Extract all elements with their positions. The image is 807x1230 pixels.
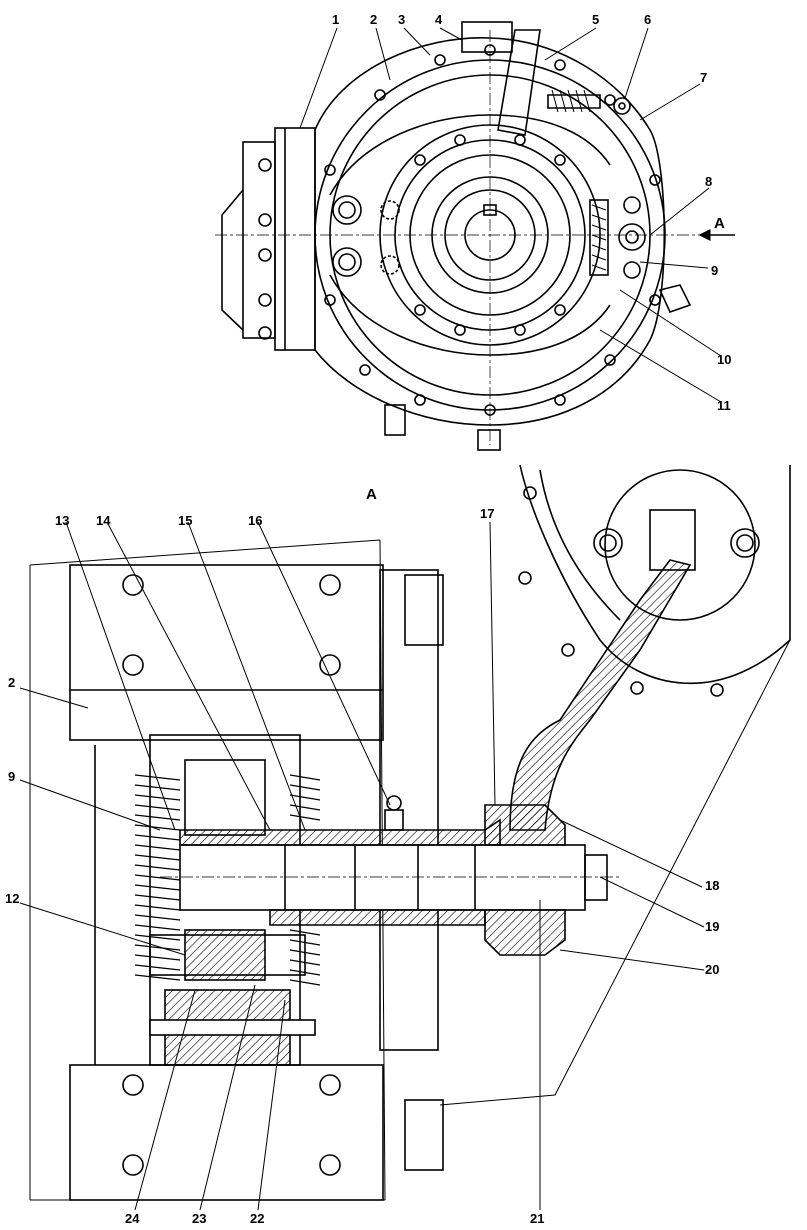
grease-fitting [384, 795, 404, 831]
main-shaft [160, 844, 620, 911]
callout-2: 2 [370, 12, 377, 27]
upper-plate [69, 564, 384, 741]
callout-16: 16 [248, 513, 262, 528]
callout-22: 22 [250, 1211, 264, 1226]
pivot-pin-upper [332, 195, 362, 225]
view-arrow: A [698, 215, 735, 241]
lower-plate [69, 1064, 384, 1201]
callout-6: 6 [644, 12, 651, 27]
callout-9-bottom: 9 [8, 769, 15, 784]
bottom-view [29, 464, 791, 1201]
view-a-title: A [366, 486, 377, 503]
top-labels: 1 2 3 4 5 6 7 8 9 10 11 [332, 12, 731, 413]
bottom-labels: 13 14 15 16 17 2 9 12 18 19 20 24 23 22 … [5, 506, 719, 1226]
lever-arm [509, 559, 692, 831]
callout-20: 20 [705, 962, 719, 977]
expander [589, 196, 692, 313]
callout-12: 12 [5, 891, 19, 906]
callout-19: 19 [705, 919, 719, 934]
callout-7: 7 [700, 70, 707, 85]
bottom-leaders [19, 521, 705, 1211]
callout-14: 14 [96, 513, 111, 528]
brake-shoes [329, 114, 611, 356]
callout-18: 18 [705, 878, 719, 893]
top-leaders [299, 27, 722, 403]
callout-24: 24 [125, 1211, 140, 1226]
callout-4: 4 [435, 12, 443, 27]
drain-bolt [477, 429, 501, 451]
drum-flange [518, 464, 791, 697]
callout-8: 8 [705, 174, 712, 189]
top-view [215, 21, 700, 451]
callout-2-bottom: 2 [8, 675, 15, 690]
callout-10: 10 [717, 352, 731, 367]
callout-23: 23 [192, 1211, 206, 1226]
callout-1: 1 [332, 12, 339, 27]
callout-9-top: 9 [711, 263, 718, 278]
callout-11: 11 [717, 398, 731, 413]
callout-21: 21 [530, 1211, 544, 1226]
callout-13: 13 [55, 513, 69, 528]
callout-17: 17 [480, 506, 494, 521]
view-arrow-label: A [714, 215, 725, 232]
pivot-pin-lower [332, 247, 362, 277]
callout-3: 3 [398, 12, 405, 27]
actuating-lever [461, 21, 631, 136]
callout-5: 5 [592, 12, 599, 27]
callout-15: 15 [178, 513, 192, 528]
mounting-flange [221, 127, 316, 351]
